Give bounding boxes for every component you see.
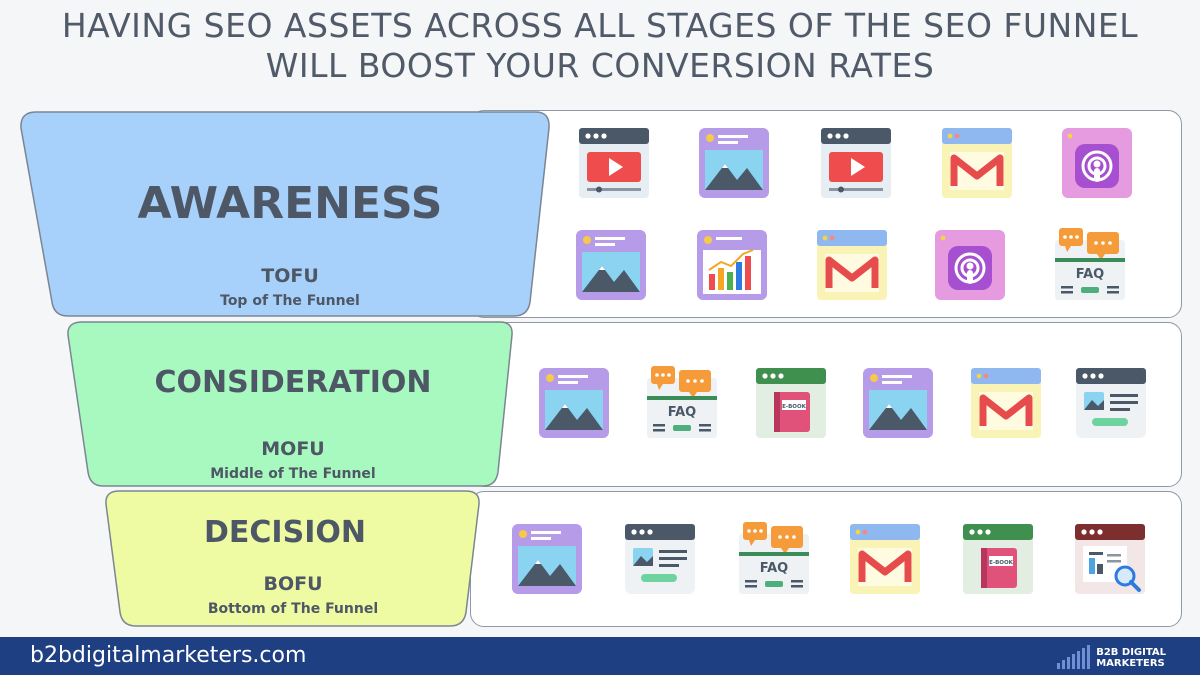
headline-line-2: WILL BOOST YOUR CONVERSION RATES — [265, 46, 935, 85]
stage-code-bofu: BOFU — [263, 573, 323, 595]
video-icon — [575, 124, 653, 202]
mofu-funnel-segment — [67, 321, 513, 487]
podcast-icon — [1058, 124, 1136, 202]
email-icon — [813, 226, 891, 304]
image-icon — [535, 364, 613, 442]
svg-text:FAQ: FAQ — [760, 561, 789, 576]
image-icon — [859, 364, 937, 442]
image-icon — [695, 124, 773, 202]
image-icon — [572, 226, 650, 304]
headline-line-1: HAVING SEO ASSETS ACROSS ALL STAGES OF T… — [61, 6, 1139, 45]
podcast-icon — [931, 226, 1009, 304]
svg-text:E-BOOK: E-BOOK — [782, 404, 807, 410]
stage-desc-mofu: Middle of The Funnel — [210, 466, 376, 482]
logo-line-2: MARKETERS — [1096, 658, 1165, 669]
chart-icon — [693, 226, 771, 304]
logo-bars-icon — [1057, 645, 1091, 669]
stage-code-mofu: MOFU — [261, 438, 325, 460]
stage-desc-tofu: Top of The Funnel — [220, 293, 360, 309]
brand-logo: B2B DIGITAL MARKETERS — [1057, 643, 1166, 669]
email-icon — [967, 364, 1045, 442]
email-icon — [846, 520, 924, 598]
svg-text:E-BOOK: E-BOOK — [989, 560, 1014, 566]
stage-title-awareness: AWARENESS — [137, 178, 443, 229]
stage-title-decision: DECISION — [204, 515, 366, 550]
stage-code-tofu: TOFU — [261, 265, 319, 287]
svg-text:FAQ: FAQ — [1076, 267, 1105, 282]
report-icon — [1071, 520, 1149, 598]
faq-icon: FAQ — [643, 364, 721, 442]
image-icon — [508, 520, 586, 598]
footer-bar: b2bdigitalmarketers.com B2B DIGITAL MARK… — [0, 637, 1200, 675]
tofu-funnel-segment — [20, 111, 550, 317]
stage-desc-bofu: Bottom of The Funnel — [207, 601, 379, 617]
headline: HAVING SEO ASSETS ACROSS ALL STAGES OF T… — [0, 6, 1200, 86]
ebook-icon: E-BOOK — [959, 520, 1037, 598]
email-icon — [938, 124, 1016, 202]
svg-text:FAQ: FAQ — [668, 405, 697, 420]
footer-url[interactable]: b2bdigitalmarketers.com — [30, 643, 307, 668]
faq-icon: FAQ — [735, 520, 813, 598]
stage-title-consideration: CONSIDERATION — [154, 365, 432, 400]
faq-icon: FAQ — [1051, 226, 1129, 304]
video-icon — [817, 124, 895, 202]
webpage-icon — [621, 520, 699, 598]
bofu-asset-box — [470, 491, 1182, 627]
ebook-icon: E-BOOK — [752, 364, 830, 442]
bofu-funnel-segment — [105, 490, 480, 627]
logo-line-1: B2B DIGITAL — [1096, 647, 1166, 658]
webpage-icon — [1072, 364, 1150, 442]
